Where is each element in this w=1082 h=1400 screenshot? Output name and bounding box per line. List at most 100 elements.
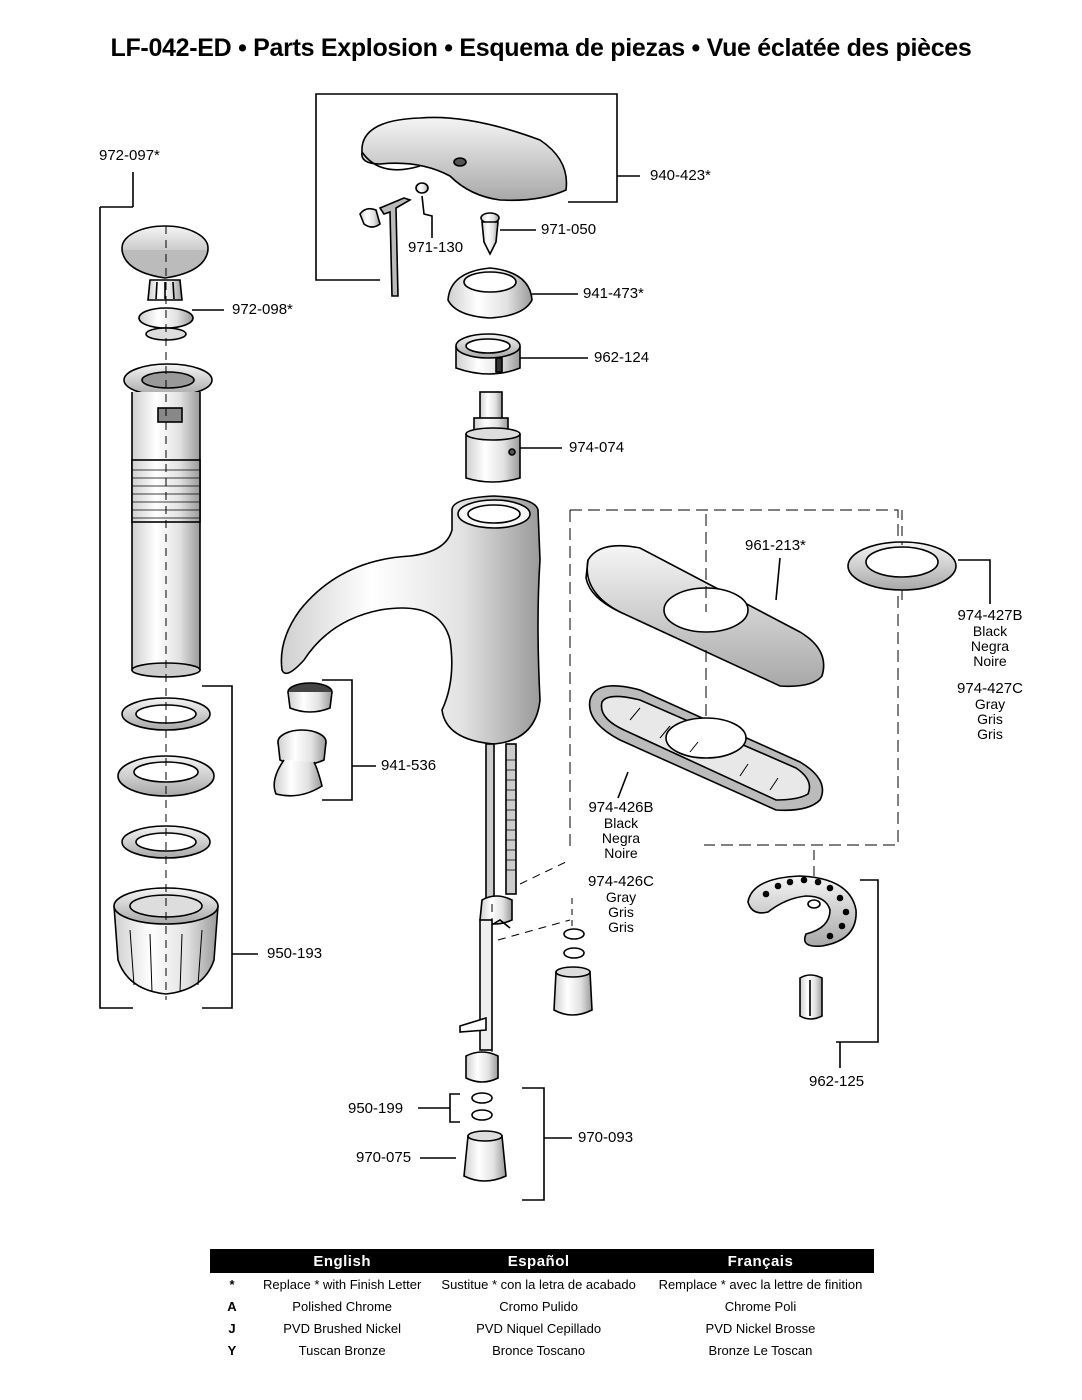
mounting-bracket-plate: [747, 875, 857, 948]
drain-body: [123, 363, 213, 678]
finish-table: English Español Français * Replace * wit…: [210, 1249, 874, 1361]
label-962-125: 962-125: [809, 1073, 865, 1090]
finish-spanish: PVD Niquel Cepillado: [476, 1320, 602, 1336]
table-row: Y Tuscan Bronze Bronce Toscano Bronze Le…: [210, 1339, 874, 1361]
aerator-parts: [273, 682, 333, 797]
label-971-050: 971-050: [541, 221, 597, 238]
faucet-body: [280, 495, 541, 745]
bracket-950-193: [202, 685, 258, 1009]
finish-english: PVD Brushed Nickel: [283, 1320, 402, 1336]
deck-plate: [585, 544, 825, 688]
bracket-970-093: [522, 1087, 572, 1201]
label-971-130: 971-130: [408, 239, 464, 256]
finish-english: Replace * with Finish Letter: [263, 1276, 422, 1292]
handle-adapter-screw: [480, 212, 500, 256]
label-974-426B: 974-426B Black Negra Noire: [582, 800, 660, 861]
drain-gaskets-and-nut: [113, 697, 219, 995]
leader-971-130: [421, 195, 433, 238]
leader-961-213: [775, 557, 781, 601]
finish-french: Remplace * avec la lettre de finition: [658, 1276, 863, 1292]
finish-french: Bronze Le Toscan: [708, 1342, 813, 1358]
label-974-426C-es: Gris: [608, 904, 634, 920]
label-974-427B-fr: Noire: [973, 653, 1007, 669]
label-974-426B-number: 974-426B: [588, 799, 654, 816]
dashed-mount-lines: [491, 859, 571, 1052]
label-974-426C: 974-426C Gray Gris Gris: [582, 874, 660, 935]
hose-washers: [471, 1092, 493, 1121]
label-941-536: 941-536: [381, 757, 437, 774]
label-974-427B-es: Negra: [970, 638, 1010, 654]
set-screw-cap: [359, 207, 381, 228]
label-950-199: 950-199: [348, 1100, 404, 1117]
finish-english: Tuscan Bronze: [298, 1342, 386, 1358]
label-974-426B-en: Black: [603, 815, 639, 831]
label-974-427C-es: Gris: [977, 711, 1003, 727]
finish-french: Chrome Poli: [724, 1298, 797, 1314]
label-974-426C-fr: Gris: [608, 919, 634, 935]
supply-hose: [459, 919, 493, 1051]
drain-stopper-cap: [121, 225, 209, 279]
finish-table-header: English Español Français: [210, 1249, 874, 1273]
label-974-427B-en: Black: [972, 623, 1008, 639]
deck-gasket: [588, 684, 824, 812]
table-row: * Replace * with Finish Letter Sustitue …: [210, 1273, 874, 1295]
label-974-427B-number: 974-427B: [957, 607, 1023, 624]
bracket-940-423: [315, 93, 640, 281]
finish-spanish: Cromo Pulido: [499, 1298, 578, 1314]
finish-code: A: [227, 1298, 237, 1314]
finish-table-header-spanish: Español: [430, 1249, 647, 1273]
label-950-193: 950-193: [267, 945, 323, 962]
label-974-427B: 974-427B Black Negra Noire: [951, 608, 1029, 669]
label-941-473: 941-473*: [583, 285, 644, 302]
bracket-941-536: [322, 679, 376, 801]
supply-fitting-assembly: [553, 898, 593, 1016]
label-972-097: 972-097*: [99, 147, 160, 164]
finish-code: *: [229, 1276, 235, 1292]
handle-lever: [361, 116, 568, 202]
trim-ring: [847, 541, 957, 591]
bracket-974-427: [958, 559, 991, 604]
dome-cap: [447, 267, 533, 319]
table-row: J PVD Brushed Nickel PVD Niquel Cepillad…: [210, 1317, 874, 1339]
label-974-427C-fr: Gris: [977, 726, 1003, 742]
coupling-nut: [799, 974, 823, 1020]
label-962-124: 962-124: [594, 349, 650, 366]
bracket-972-097: [99, 172, 134, 1009]
label-974-426C-en: Gray: [605, 889, 637, 905]
finish-english: Polished Chrome: [292, 1298, 393, 1314]
label-974-426B-fr: Noire: [604, 845, 638, 861]
finish-table-header-code: [210, 1249, 254, 1273]
bracket-962-125: [836, 879, 879, 1068]
finish-table-header-english: English: [254, 1249, 431, 1273]
label-974-427C-en: Gray: [974, 696, 1006, 712]
cartridge: [465, 391, 521, 483]
finish-spanish: Sustitue * con la letra de acabado: [441, 1276, 636, 1292]
label-940-423: 940-423*: [650, 167, 711, 184]
label-974-427C: 974-427C Gray Gris Gris: [951, 681, 1029, 742]
finish-code: J: [228, 1320, 236, 1336]
finish-table-header-french: Français: [646, 1249, 874, 1273]
hex-key: [378, 197, 412, 297]
bonnet-nut: [455, 333, 521, 375]
label-974-426C-number: 974-426C: [588, 873, 654, 890]
label-970-093: 970-093: [578, 1129, 634, 1146]
label-974-426B-es: Negra: [601, 830, 641, 846]
finish-code: Y: [227, 1342, 237, 1358]
label-972-098: 972-098*: [232, 301, 293, 318]
leader-974-426B: [617, 771, 629, 799]
label-974-427C-number: 974-427C: [957, 680, 1023, 697]
finish-french: PVD Nickel Brosse: [705, 1320, 816, 1336]
table-row: A Polished Chrome Cromo Pulido Chrome Po…: [210, 1295, 874, 1317]
mounting-studs: [479, 743, 517, 929]
set-screw: [415, 182, 429, 194]
leader-950-199: [418, 1093, 460, 1123]
finish-spanish: Bronce Toscano: [492, 1342, 586, 1358]
hose-nut: [465, 1051, 499, 1083]
page-title: LF-042-ED • Parts Explosion • Esquema de…: [110, 34, 972, 62]
label-961-213: 961-213*: [745, 537, 806, 554]
label-974-074: 974-074: [569, 439, 625, 456]
label-970-075: 970-075: [356, 1149, 412, 1166]
dashed-escutcheon-box: [569, 509, 899, 850]
hose-adapter: [463, 1130, 507, 1182]
